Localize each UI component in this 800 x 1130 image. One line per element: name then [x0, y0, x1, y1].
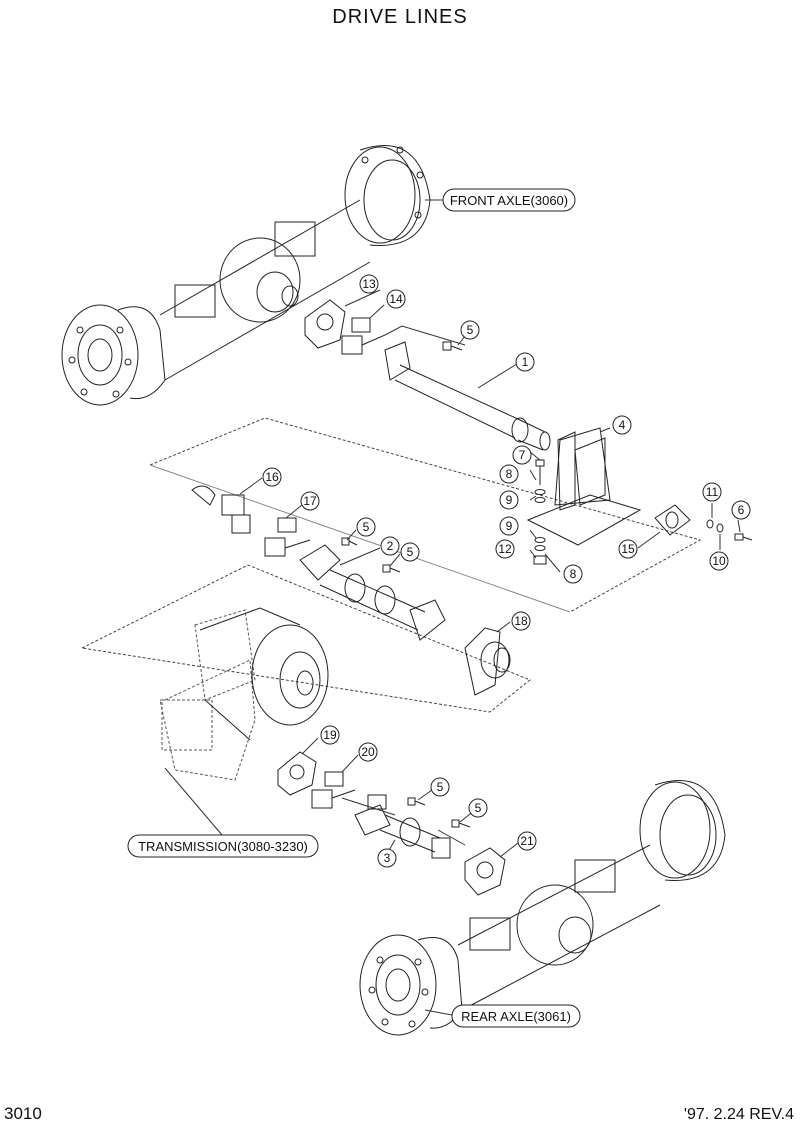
svg-text:5: 5: [437, 780, 444, 794]
front-axle-drawing: [61, 145, 431, 406]
part-15-bearing: [654, 504, 691, 536]
svg-text:17: 17: [303, 494, 317, 508]
callout-19: 19: [320, 725, 340, 745]
callout-13: 13: [359, 274, 379, 294]
svg-text:13: 13: [362, 277, 376, 291]
part-3-rear-shaft: [354, 794, 451, 859]
callout-10: 10: [709, 551, 729, 571]
front-axle-label: FRONT AXLE(3060): [442, 188, 576, 212]
svg-text:7: 7: [519, 448, 526, 462]
rear-axle-drawing: [359, 780, 726, 1036]
svg-text:14: 14: [389, 292, 403, 306]
part-7-bolt: [535, 459, 545, 485]
svg-text:10: 10: [712, 554, 726, 568]
callout-5-rear-a: 5: [430, 777, 450, 797]
callout-5-middle-b: 5: [400, 542, 420, 562]
part-13-flange: [304, 299, 346, 349]
middle-group-frame: [149, 417, 702, 613]
callout-3: 3: [377, 848, 397, 868]
parts-10-11-6: [706, 519, 753, 541]
part-17-yoke: [264, 517, 311, 557]
svg-text:20: 20: [361, 745, 375, 759]
svg-text:15: 15: [621, 542, 635, 556]
callout-8-top: 8: [499, 464, 519, 484]
callout-12: 12: [495, 539, 515, 559]
svg-text:8: 8: [506, 467, 513, 481]
transmission-drawing: [159, 609, 256, 781]
callout-16: 16: [262, 467, 282, 487]
page-title: DRIVE LINES: [332, 6, 468, 28]
callout-5-front: 5: [460, 320, 480, 340]
svg-text:5: 5: [467, 323, 474, 337]
callout-18: 18: [511, 611, 531, 631]
transmission-housing: [199, 607, 329, 741]
svg-text:3: 3: [384, 851, 391, 865]
transmission-group-frame: [81, 564, 531, 713]
callout-6: 6: [731, 500, 751, 520]
svg-text:6: 6: [738, 503, 745, 517]
callout-1: 1: [515, 352, 535, 372]
svg-text:5: 5: [363, 520, 370, 534]
svg-text:REAR AXLE(3061): REAR AXLE(3061): [461, 1009, 571, 1024]
part-1-front-shaft: [384, 341, 551, 451]
svg-text:12: 12: [498, 542, 512, 556]
part-4-support-bracket: [526, 427, 642, 546]
svg-text:16: 16: [265, 470, 279, 484]
callout-21: 21: [517, 831, 537, 851]
svg-text:11: 11: [706, 485, 719, 499]
svg-text:9: 9: [506, 519, 513, 533]
svg-text:4: 4: [619, 418, 626, 432]
part-18-flange: [464, 627, 511, 696]
part-20-yoke: [311, 771, 356, 809]
callout-7: 7: [512, 445, 532, 465]
revision-date: '97. 2.24 REV.4: [683, 1106, 794, 1123]
callout-15: 15: [618, 539, 638, 559]
svg-text:5: 5: [475, 801, 482, 815]
part-16-coupling: [191, 485, 251, 534]
callout-5-rear-b: 5: [468, 798, 488, 818]
svg-text:9: 9: [506, 493, 513, 507]
callout-2: 2: [380, 536, 400, 556]
callout-8-bottom: 8: [563, 564, 583, 584]
transmission-label: TRANSMISSION(3080-3230): [127, 834, 319, 858]
part-2-middle-shaft: [299, 544, 446, 641]
leader-lines: [164, 199, 741, 1016]
svg-text:1: 1: [522, 355, 529, 369]
callout-4: 4: [612, 415, 632, 435]
callout-11: 11: [702, 482, 722, 502]
part-21-flange: [464, 847, 506, 896]
callout-17: 17: [300, 491, 320, 511]
svg-text:TRANSMISSION(3080-3230): TRANSMISSION(3080-3230): [138, 839, 308, 854]
callout-9-top: 9: [499, 490, 519, 510]
part-5-bolts-rear: [407, 797, 471, 828]
washers-8-9: [533, 489, 547, 565]
callout-20: 20: [358, 742, 378, 762]
svg-text:21: 21: [520, 834, 534, 848]
svg-text:19: 19: [323, 728, 337, 742]
svg-text:8: 8: [570, 567, 577, 581]
part-5-bolts-middle: [341, 537, 401, 573]
rear-axle-label: REAR AXLE(3061): [451, 1004, 581, 1028]
callout-14: 14: [386, 289, 406, 309]
callout-5-middle-a: 5: [356, 517, 376, 537]
part-19-flange: [277, 751, 317, 796]
svg-text:18: 18: [514, 614, 528, 628]
part-14-yoke: [341, 317, 386, 355]
svg-text:2: 2: [387, 539, 394, 553]
page-number: 3010: [4, 1104, 42, 1123]
part-5-bolt-front: [442, 341, 463, 351]
callouts: 1 2 3 4 5 5 5 5 5 6 7 8 8 9 9 10 11 12 1…: [262, 274, 751, 868]
svg-text:FRONT AXLE(3060): FRONT AXLE(3060): [450, 193, 568, 208]
svg-text:5: 5: [407, 545, 414, 559]
callout-9-bottom: 9: [499, 516, 519, 536]
